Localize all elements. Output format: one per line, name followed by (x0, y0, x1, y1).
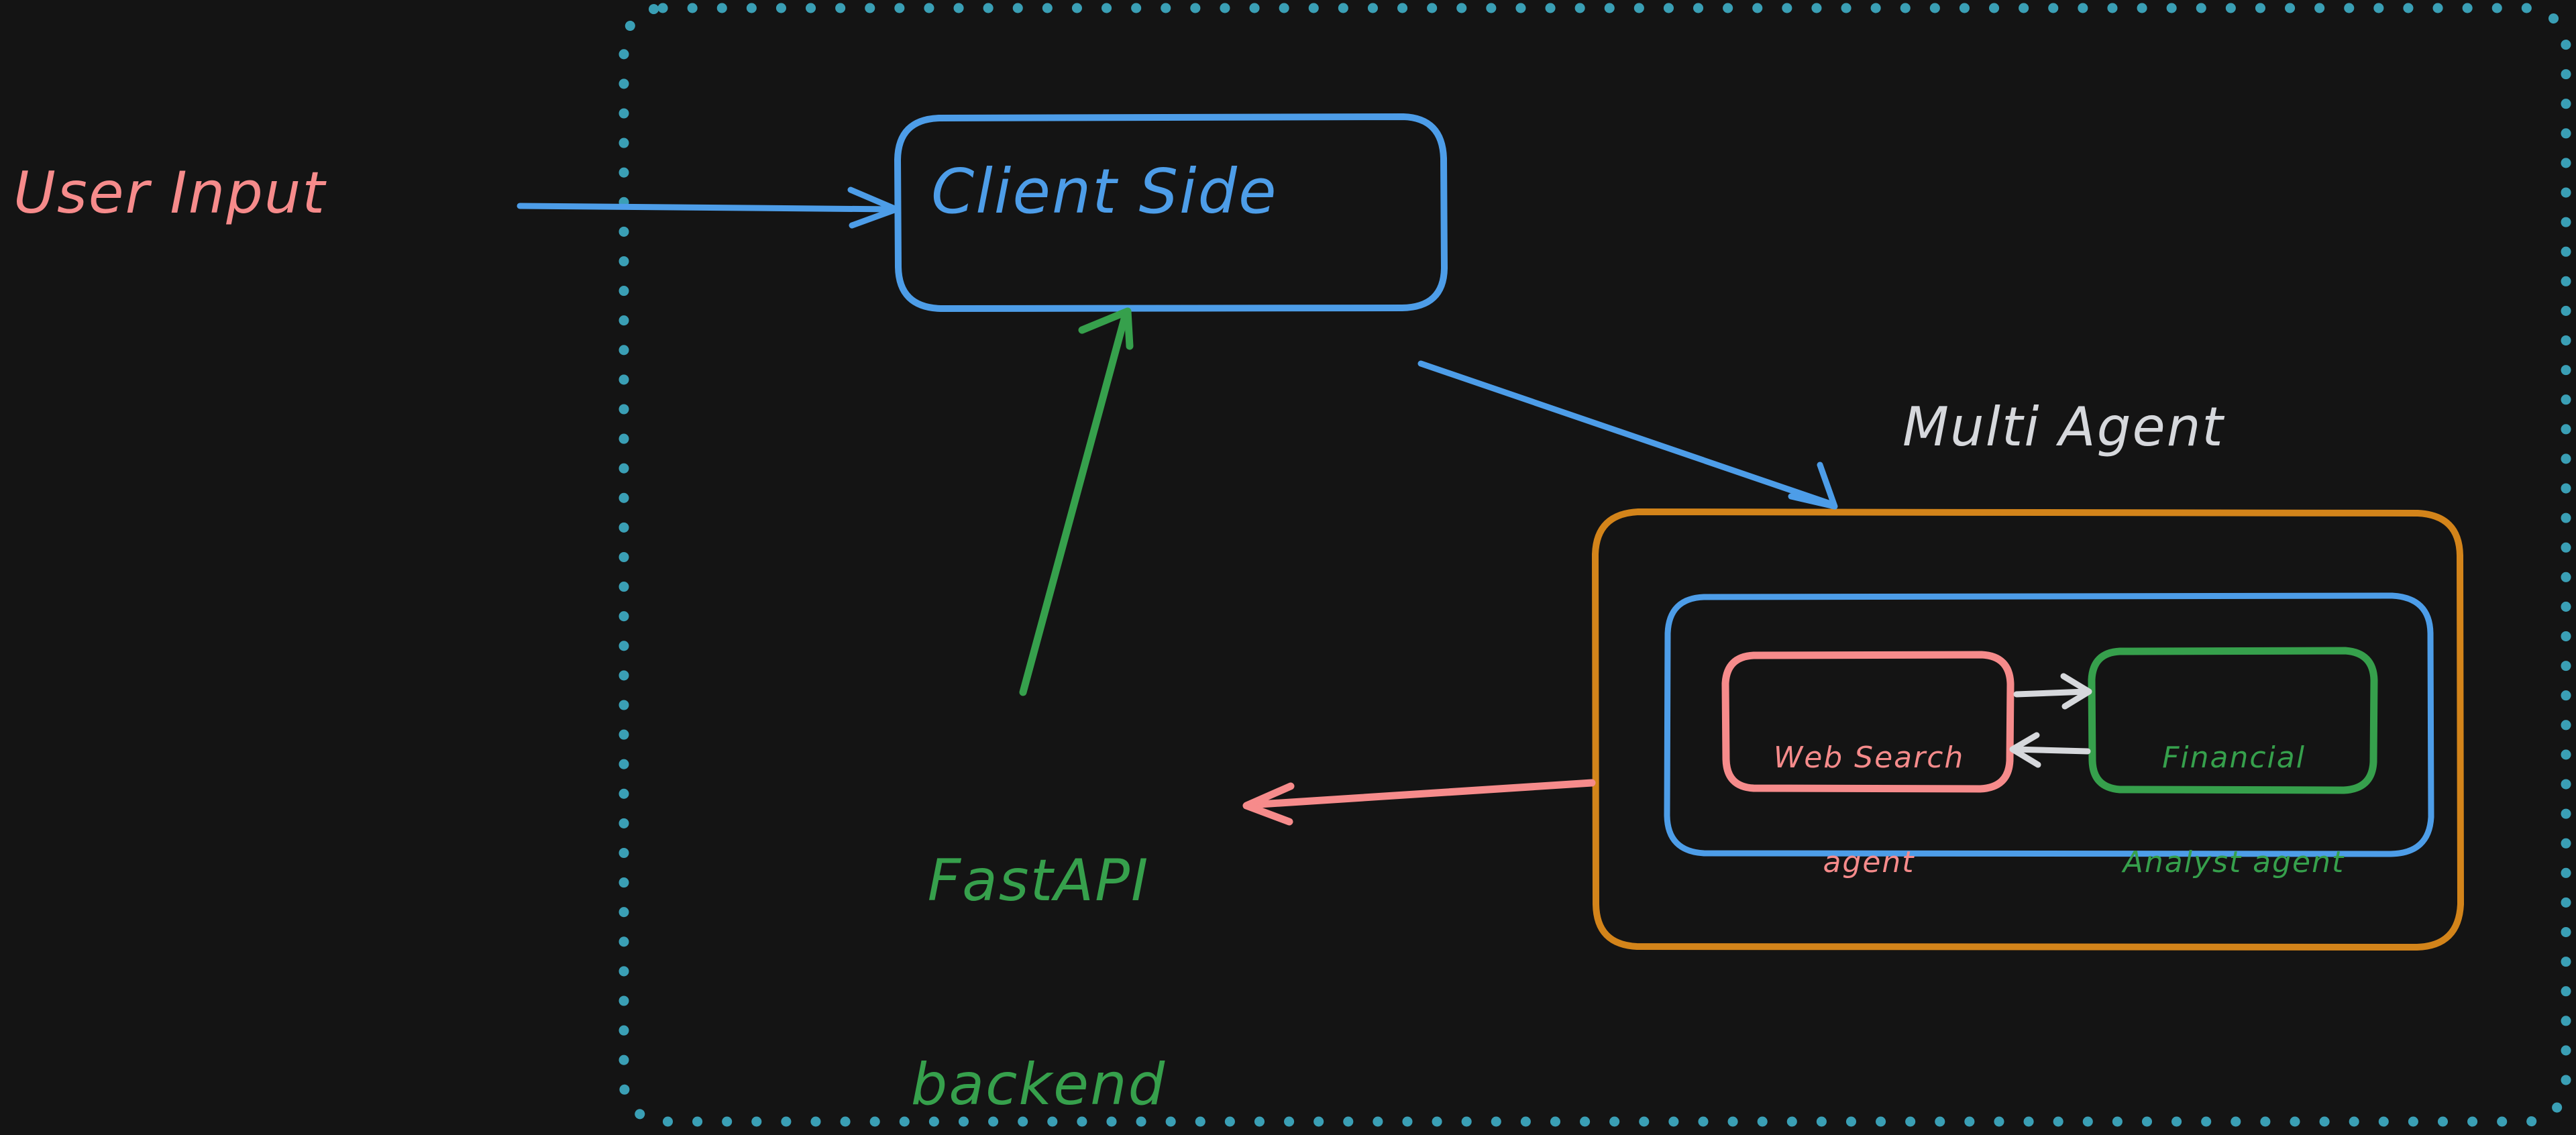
financial-analyst-agent-rect[interactable] (2088, 647, 2378, 794)
financial-analyst-agent-label: Financial Analyst agent (2093, 671, 2375, 949)
multi-agent-group-rect[interactable] (1592, 508, 2464, 951)
multi-agent-label: Multi Agent (1902, 396, 2224, 458)
client-side-rect[interactable] (894, 113, 1448, 312)
multi-agent-to-fastapi-arrow (1242, 779, 1596, 826)
web-search-agent-rect[interactable] (1721, 651, 2015, 793)
user-input-to-client-side-arrow (517, 186, 900, 229)
web-search-agent-label: Web Search agent (1735, 671, 2003, 949)
web-search-agent-label-line1: Web Search (1773, 740, 1965, 775)
fastapi-backend-label-line2: backend (910, 1051, 1167, 1119)
user-input-label: User Input (13, 160, 327, 227)
client-side-to-multi-agent-arrow (1417, 360, 1838, 510)
web-search-to-financial-arrow (2013, 673, 2092, 710)
financial-analyst-agent-label-line2: Analyst agent (2123, 845, 2345, 879)
fastapi-backend-label-line1: FastAPI (927, 847, 1150, 914)
agent-team-group-rect[interactable] (1664, 592, 2434, 857)
financial-analyst-agent-label-line1: Financial (2162, 740, 2306, 775)
client-side-label: Client Side (931, 156, 1278, 227)
financial-to-web-search-arrow (2009, 732, 2091, 768)
fastapi-backend-label: FastAPI backend (837, 711, 1240, 1135)
web-search-agent-label-line2: agent (1823, 845, 1915, 879)
fastapi-to-client-side-arrow (1019, 307, 1134, 696)
